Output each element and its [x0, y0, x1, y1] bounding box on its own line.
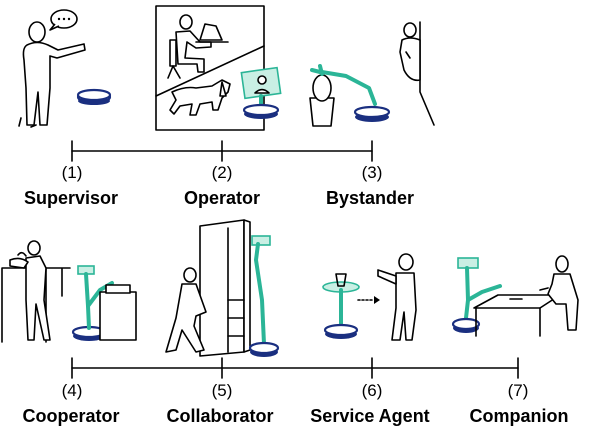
cooking-person-icon	[1, 240, 71, 343]
peeking-person-icon	[399, 21, 435, 126]
person-receiving-icon	[377, 253, 417, 341]
role-name-operator: Operator	[184, 188, 260, 208]
role-name-cooperator: Cooperator	[22, 406, 119, 426]
role-name-supervisor: Supervisor	[24, 188, 118, 208]
vacuum-robot-icon	[76, 88, 112, 105]
role-name-service-agent: Service Agent	[310, 406, 429, 426]
role-number-cooperator: (4)	[62, 381, 83, 400]
role-number-companion: (7)	[508, 381, 529, 400]
table-icon	[473, 294, 561, 337]
cabinet-icon	[199, 219, 251, 357]
kitchen-counter-icon	[99, 284, 137, 341]
robot-arm-egg-icon	[309, 64, 391, 127]
collaborator-robot-icon	[248, 235, 280, 357]
role-number-service-agent: (6)	[362, 381, 383, 400]
serving-robot-icon	[322, 273, 360, 339]
role-number-collaborator: (5)	[212, 381, 233, 400]
role-number-operator: (2)	[212, 163, 233, 182]
speech-bubble-icon	[49, 9, 78, 31]
seated-person-icon	[539, 255, 579, 331]
telepresence-robot-icon	[240, 66, 282, 119]
role-name-bystander: Bystander	[326, 188, 414, 208]
role-number-bystander: (3)	[362, 163, 383, 182]
companion-robot-icon	[451, 257, 502, 333]
person-at-laptop-icon	[167, 14, 229, 79]
timeline-bottom	[71, 357, 519, 379]
operator-panel	[155, 5, 265, 131]
timeline-top	[71, 140, 373, 162]
dog-icon	[169, 79, 231, 116]
role-name-collaborator: Collaborator	[166, 406, 273, 426]
arrow-dotted	[357, 296, 380, 304]
role-number-supervisor: (1)	[62, 163, 83, 182]
kneeling-person-icon	[165, 267, 207, 353]
supervisor-person-icon	[18, 21, 86, 128]
role-name-companion: Companion	[470, 406, 569, 426]
